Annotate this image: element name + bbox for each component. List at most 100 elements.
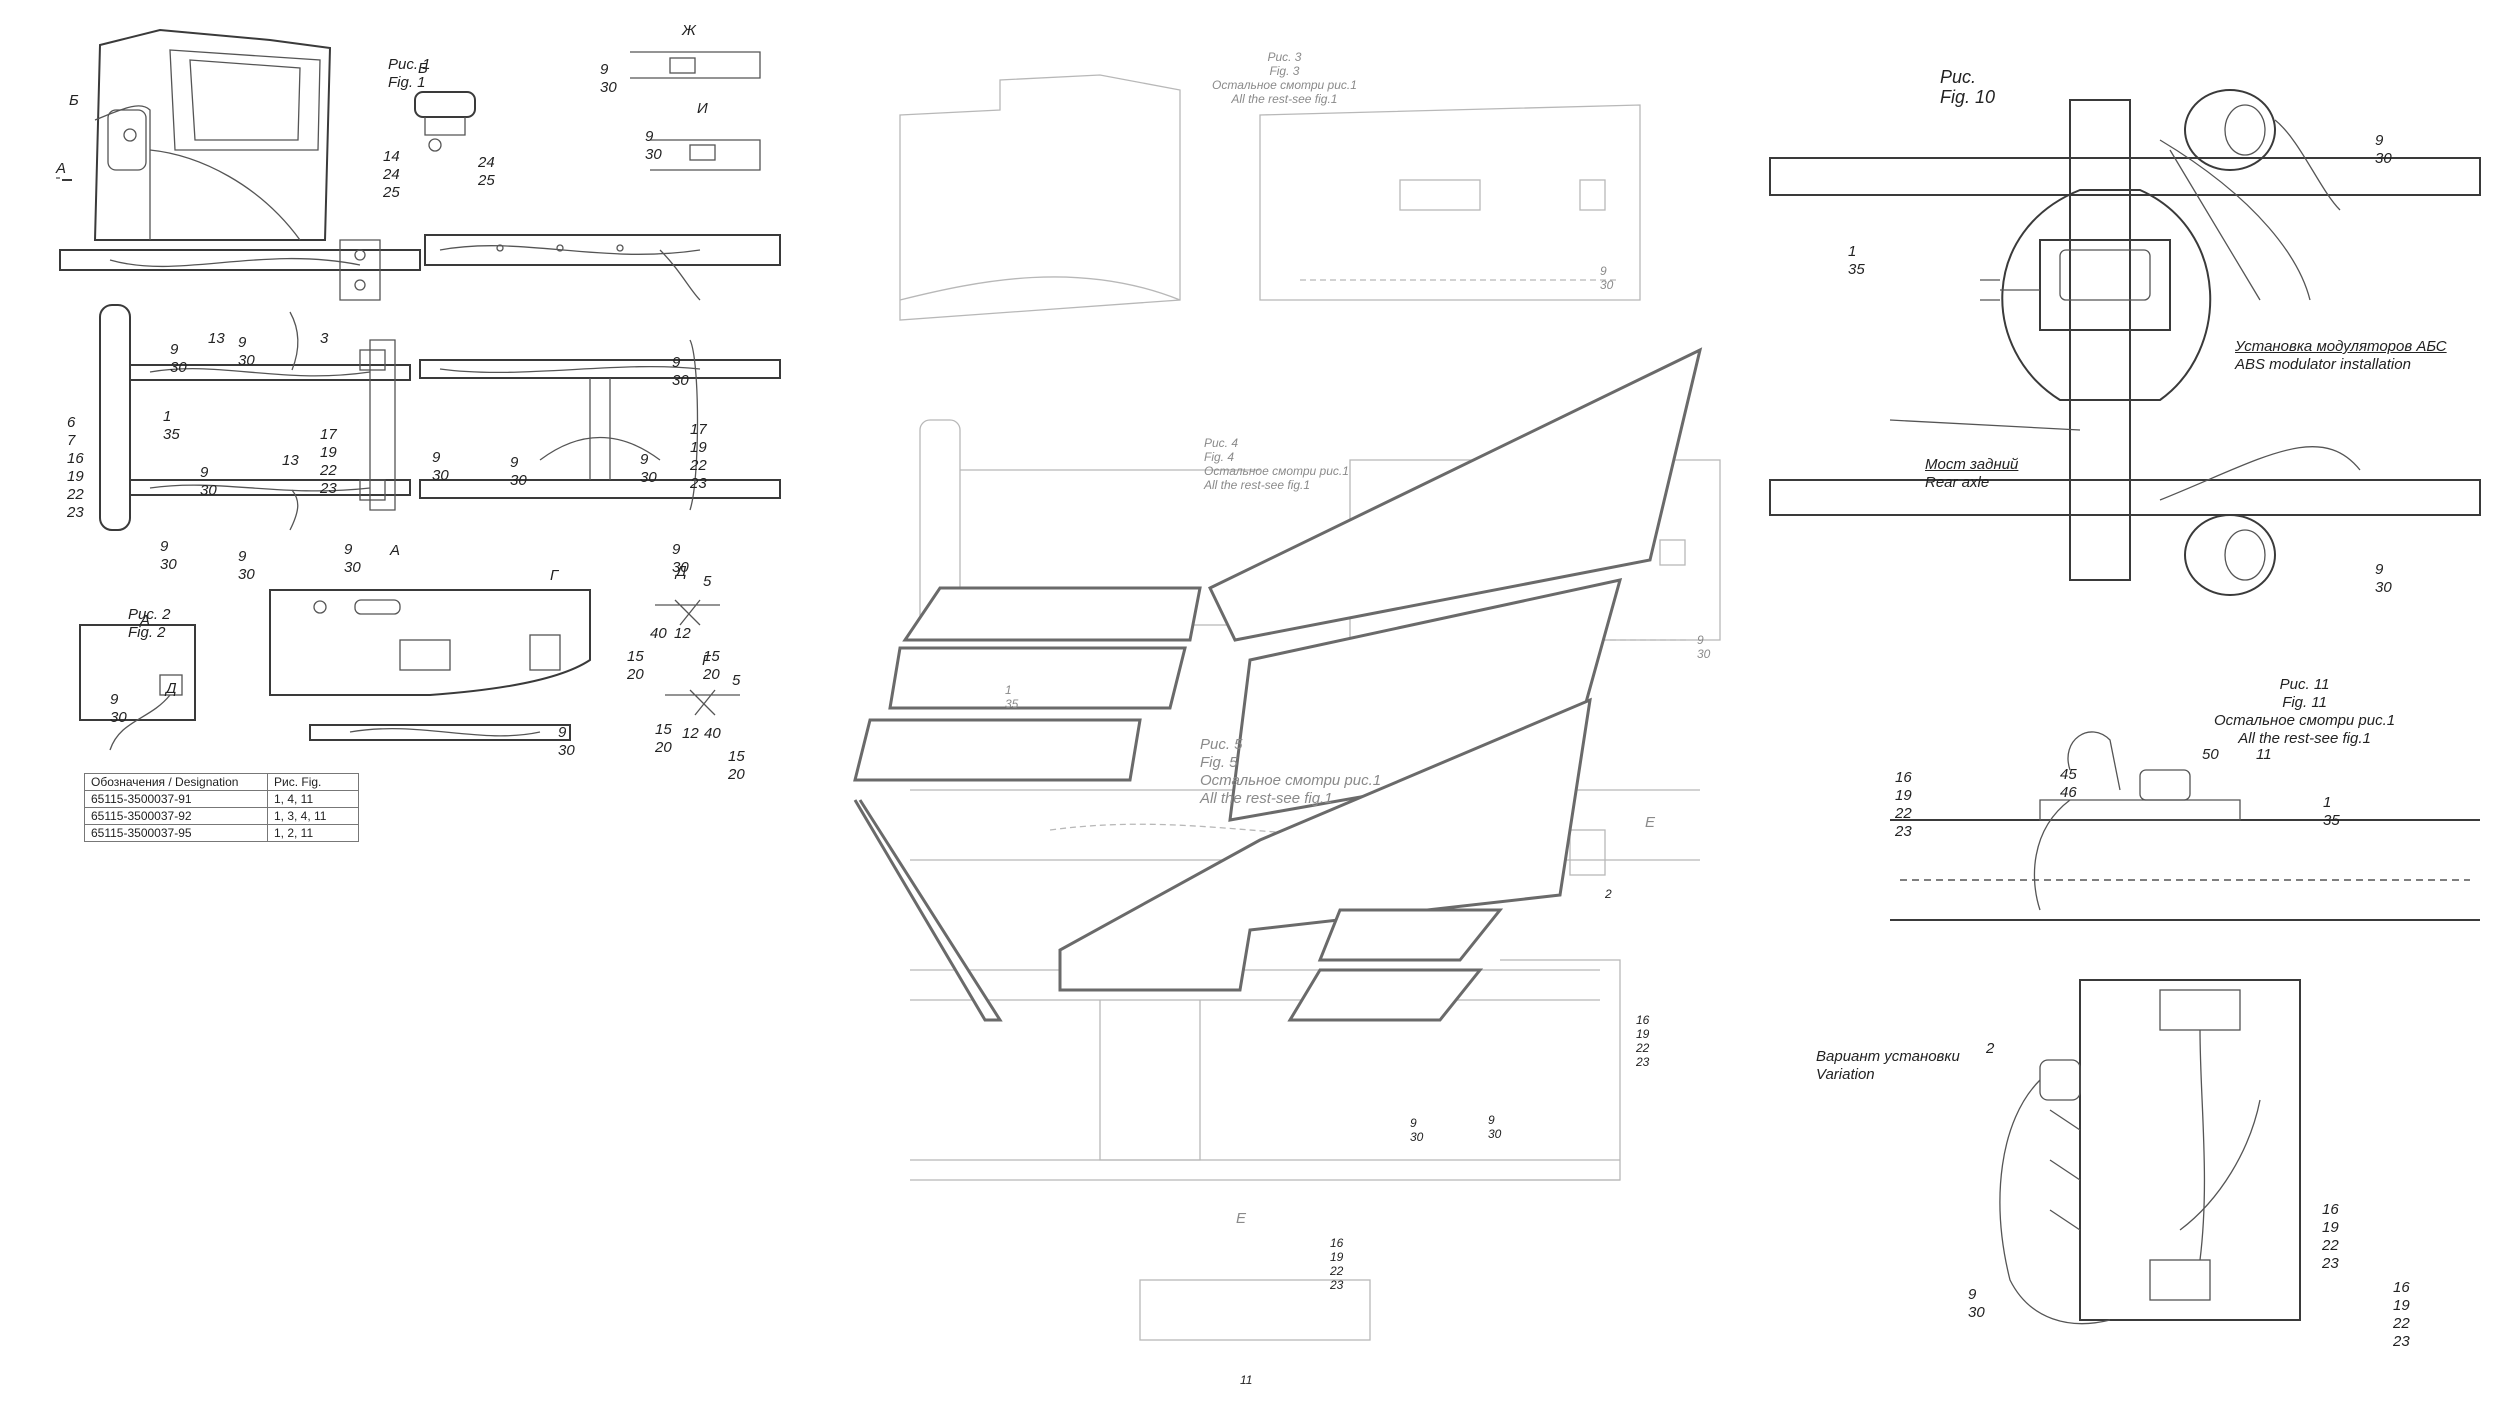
callout-11-e: 11 [1240,1373,1253,1387]
callout-40-d: 40 [650,625,667,642]
callout-2-fig11: 2 [1986,1040,1995,1057]
fig-cell: 1, 3, 4, 11 [267,807,359,825]
fig11-top-drawing [1890,731,2480,921]
callout-40-g: 40 [704,725,721,742]
header-fig: Рис. Fig. [267,773,359,791]
view-label-e-arrow: Е [1645,814,1656,831]
fig-cell: 1, 4, 11 [267,790,359,808]
fig10-title: Рис.Fig. 10 [1940,67,1996,107]
header-designation: Обозначения / Designation [84,773,268,791]
callout-12-g: 12 [682,725,699,742]
callout-2-fig5: 2 [1605,887,1612,901]
view-label-a-fig1: А [390,542,401,559]
callout-5-g: 5 [732,672,741,689]
fig2-view-g [269,589,591,741]
designation-table-header: Обозначения / Designation Рис. Fig. [84,773,359,791]
view-label-a: А [56,160,67,177]
fig3-faint-drawing [899,74,1641,321]
callout-50: 50 [2202,746,2219,763]
fig-cell: 1, 2, 11 [267,824,359,842]
fig1-frame-side-view [424,234,781,301]
view-label-b-detail: Б [418,60,428,77]
fig1-frame-top-view [99,304,781,531]
designation-cell: 65115-3500037-91 [84,790,268,808]
fig11-variation-drawing [1999,979,2301,1325]
fig2-view-a [79,624,196,751]
callout-13-lower: 13 [282,452,299,469]
view-label-d-fig2: Д [166,680,177,697]
fig1-view-b [414,91,476,152]
view-label-g-fig2: Г [550,567,559,584]
view-label-i: И [697,100,708,117]
callout-3: 3 [320,330,329,347]
fig1-views-zh-i [630,51,761,171]
callout-13: 13 [208,330,225,347]
table-row: 65115-3500037-91 1, 4, 11 [84,790,359,808]
fig2-views-d-g [655,599,740,716]
view-label-b: Б [69,92,79,109]
callout-12-d: 12 [674,625,691,642]
callout-11-fig11: 11 [2256,746,2272,763]
view-label-g: Г [702,652,711,669]
designation-cell: 65115-3500037-95 [84,824,268,842]
fig10-rear-axle-drawing [1769,89,2481,596]
designation-table: Обозначения / Designation Рис. Fig. 6511… [84,773,359,842]
view-label-a-fig2: А [140,612,151,629]
view-label-d: Д [676,563,687,580]
view-label-zh: Ж [682,22,696,39]
callout-5-d: 5 [703,573,712,590]
designation-cell: 65115-3500037-92 [84,807,268,825]
table-row: 65115-3500037-95 1, 2, 11 [84,824,359,842]
fig1-cab-side-view [56,28,421,301]
watermark-outline [853,347,1703,1022]
view-label-e: Е [1236,1210,1247,1227]
table-row: 65115-3500037-92 1, 3, 4, 11 [84,807,359,825]
